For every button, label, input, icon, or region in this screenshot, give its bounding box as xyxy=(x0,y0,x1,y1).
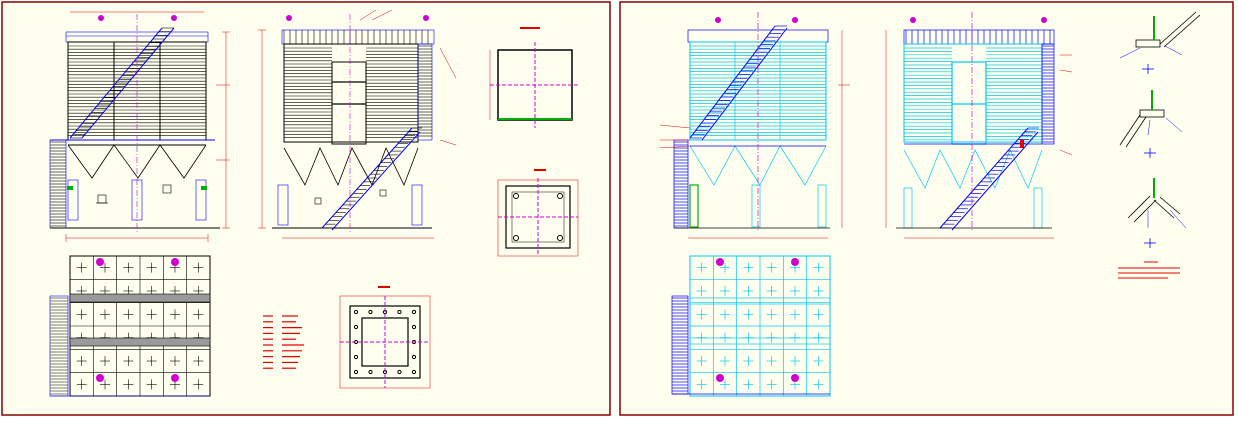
bolt-hole-icon xyxy=(353,324,359,330)
detail-square-top xyxy=(489,27,580,128)
detail-flange-bottom xyxy=(339,286,431,389)
bolt-hole-icon xyxy=(411,354,417,360)
bolt-hole-icon xyxy=(353,354,359,360)
bolt-hole-icon xyxy=(397,369,402,375)
bolt-hole-icon xyxy=(411,369,417,375)
sheet-left xyxy=(1,1,611,416)
sheet-right xyxy=(619,1,1234,416)
front-elevation-colored xyxy=(659,12,850,239)
bolt-hole-icon xyxy=(368,369,373,375)
weld-symbol-icon xyxy=(1119,11,1201,74)
sheet-frame-right xyxy=(619,1,1234,416)
bolt-hole-icon xyxy=(368,309,373,315)
bolt-hole-icon xyxy=(353,309,417,375)
bolt-hole-icon xyxy=(411,324,417,330)
weld-details xyxy=(1118,11,1201,279)
notes-block xyxy=(263,315,304,369)
side-elevation-colored xyxy=(885,12,1073,239)
side-elevation xyxy=(258,9,457,239)
valve-icon xyxy=(910,17,1047,23)
valve-icon xyxy=(286,15,429,21)
bolt-hole-icon xyxy=(513,193,563,241)
weld-symbol-icon xyxy=(1127,178,1187,248)
weld-symbol-icon xyxy=(1119,90,1183,158)
detail-flange-right xyxy=(497,169,579,257)
valve-icon xyxy=(98,15,177,21)
front-elevation xyxy=(49,11,230,242)
plan-view xyxy=(49,255,211,397)
bolt-hole-icon xyxy=(353,369,359,375)
bolt-hole-icon xyxy=(397,309,402,315)
valve-icon xyxy=(715,17,798,23)
bolt-hole-icon xyxy=(411,309,417,315)
bolt-hole-icon xyxy=(353,309,359,315)
plan-view-colored xyxy=(671,255,831,397)
